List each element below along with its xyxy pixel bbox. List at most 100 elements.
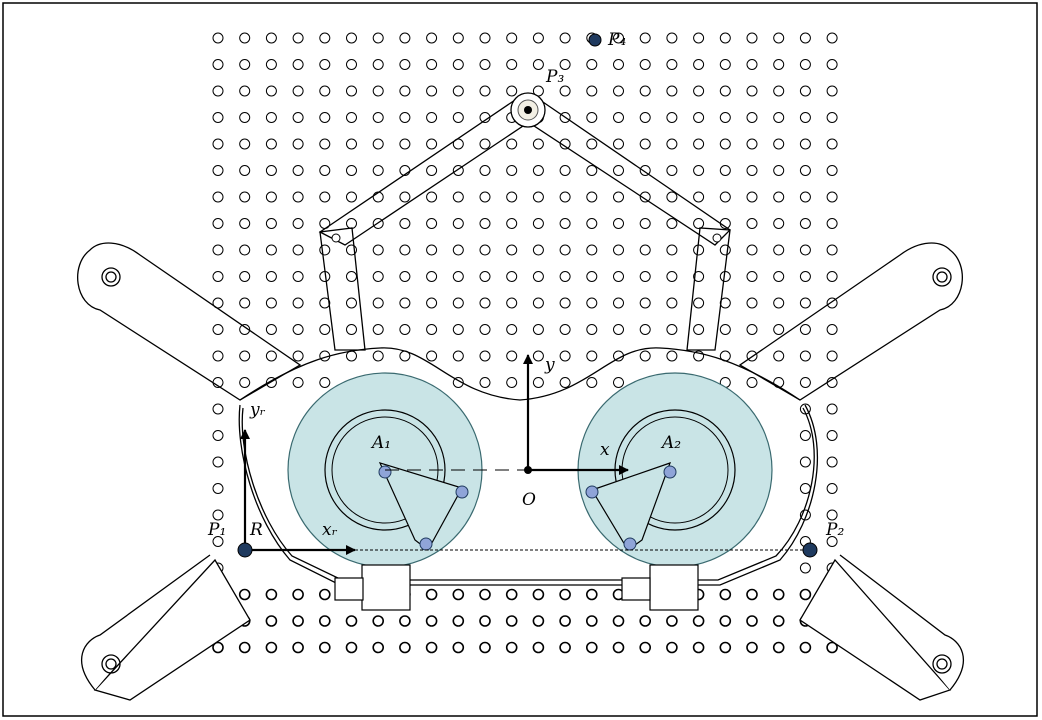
hole — [639, 271, 651, 282]
hole — [666, 112, 678, 123]
hole — [452, 244, 464, 256]
screw-icon — [585, 485, 599, 499]
hole — [372, 324, 384, 335]
hole — [265, 59, 277, 70]
hole — [292, 165, 304, 176]
hole — [479, 377, 491, 388]
hole — [826, 165, 838, 176]
hole — [239, 244, 251, 256]
label-O: O — [522, 490, 536, 510]
hole — [719, 271, 731, 282]
hole — [719, 641, 732, 654]
hole — [746, 218, 758, 229]
hole — [799, 191, 811, 203]
hole — [639, 59, 651, 70]
hole — [426, 59, 438, 70]
label-A2: A₂ — [660, 433, 681, 453]
hole — [265, 138, 277, 150]
hole — [346, 271, 357, 282]
hole — [746, 271, 758, 282]
hole — [265, 191, 277, 203]
hole — [772, 588, 785, 601]
hole — [346, 32, 357, 44]
hole — [212, 165, 224, 176]
hole — [559, 615, 571, 627]
hole — [452, 85, 464, 97]
hole — [693, 112, 705, 123]
hole — [746, 32, 758, 44]
hole — [639, 85, 651, 97]
hole — [773, 271, 785, 282]
hole — [693, 297, 705, 309]
hole — [532, 59, 544, 70]
hole — [238, 588, 251, 601]
hole — [666, 641, 678, 654]
label-P2: P₂ — [825, 520, 844, 540]
hole — [532, 165, 544, 176]
hole — [292, 191, 304, 203]
hole — [292, 59, 304, 70]
left-upper-arm — [77, 242, 302, 401]
hole — [799, 218, 811, 229]
hole — [505, 615, 518, 627]
hole — [239, 138, 251, 150]
hole — [212, 112, 224, 123]
hole — [265, 85, 277, 97]
hole — [532, 244, 544, 256]
hole — [613, 32, 624, 44]
hole — [799, 324, 811, 335]
hole — [479, 165, 491, 176]
hole — [292, 112, 304, 123]
hole — [746, 112, 758, 123]
hole — [426, 218, 438, 229]
hole — [319, 112, 331, 123]
marker-P1 — [237, 542, 253, 558]
hole — [372, 615, 385, 627]
hole — [692, 615, 705, 627]
hole — [452, 112, 464, 123]
hole — [666, 324, 678, 335]
label-x: x — [600, 440, 610, 460]
hole — [265, 615, 278, 627]
hole — [799, 271, 811, 282]
label-P1: P₁ — [207, 520, 226, 540]
hole — [719, 324, 731, 335]
hole — [265, 641, 278, 654]
hole — [372, 85, 384, 97]
hole — [319, 138, 331, 150]
hole — [318, 641, 331, 654]
hole — [719, 32, 731, 44]
hole — [452, 32, 464, 44]
hole — [265, 112, 277, 123]
hole — [452, 271, 464, 282]
hole — [639, 112, 651, 123]
hole — [425, 615, 438, 627]
marker-P4 — [588, 33, 602, 47]
hole — [212, 244, 224, 256]
hole — [292, 271, 304, 282]
hole — [559, 32, 571, 44]
hole — [773, 59, 785, 70]
hole — [318, 615, 331, 627]
hole — [292, 32, 304, 44]
hole — [586, 138, 598, 150]
hole — [559, 350, 571, 362]
hole — [693, 218, 705, 229]
hole — [666, 165, 678, 176]
hole — [719, 112, 731, 123]
hole — [613, 165, 624, 176]
hole — [426, 324, 438, 335]
hole — [479, 244, 491, 256]
hole — [212, 191, 224, 203]
hole — [372, 244, 384, 256]
label-y: y — [544, 355, 555, 375]
hole — [212, 138, 224, 150]
hole — [479, 138, 491, 150]
hole — [826, 218, 838, 229]
left-lower-arm — [81, 554, 251, 701]
hole — [479, 350, 491, 362]
hole — [479, 271, 491, 282]
hole — [559, 297, 571, 309]
hole — [773, 324, 785, 335]
hole — [799, 430, 811, 441]
